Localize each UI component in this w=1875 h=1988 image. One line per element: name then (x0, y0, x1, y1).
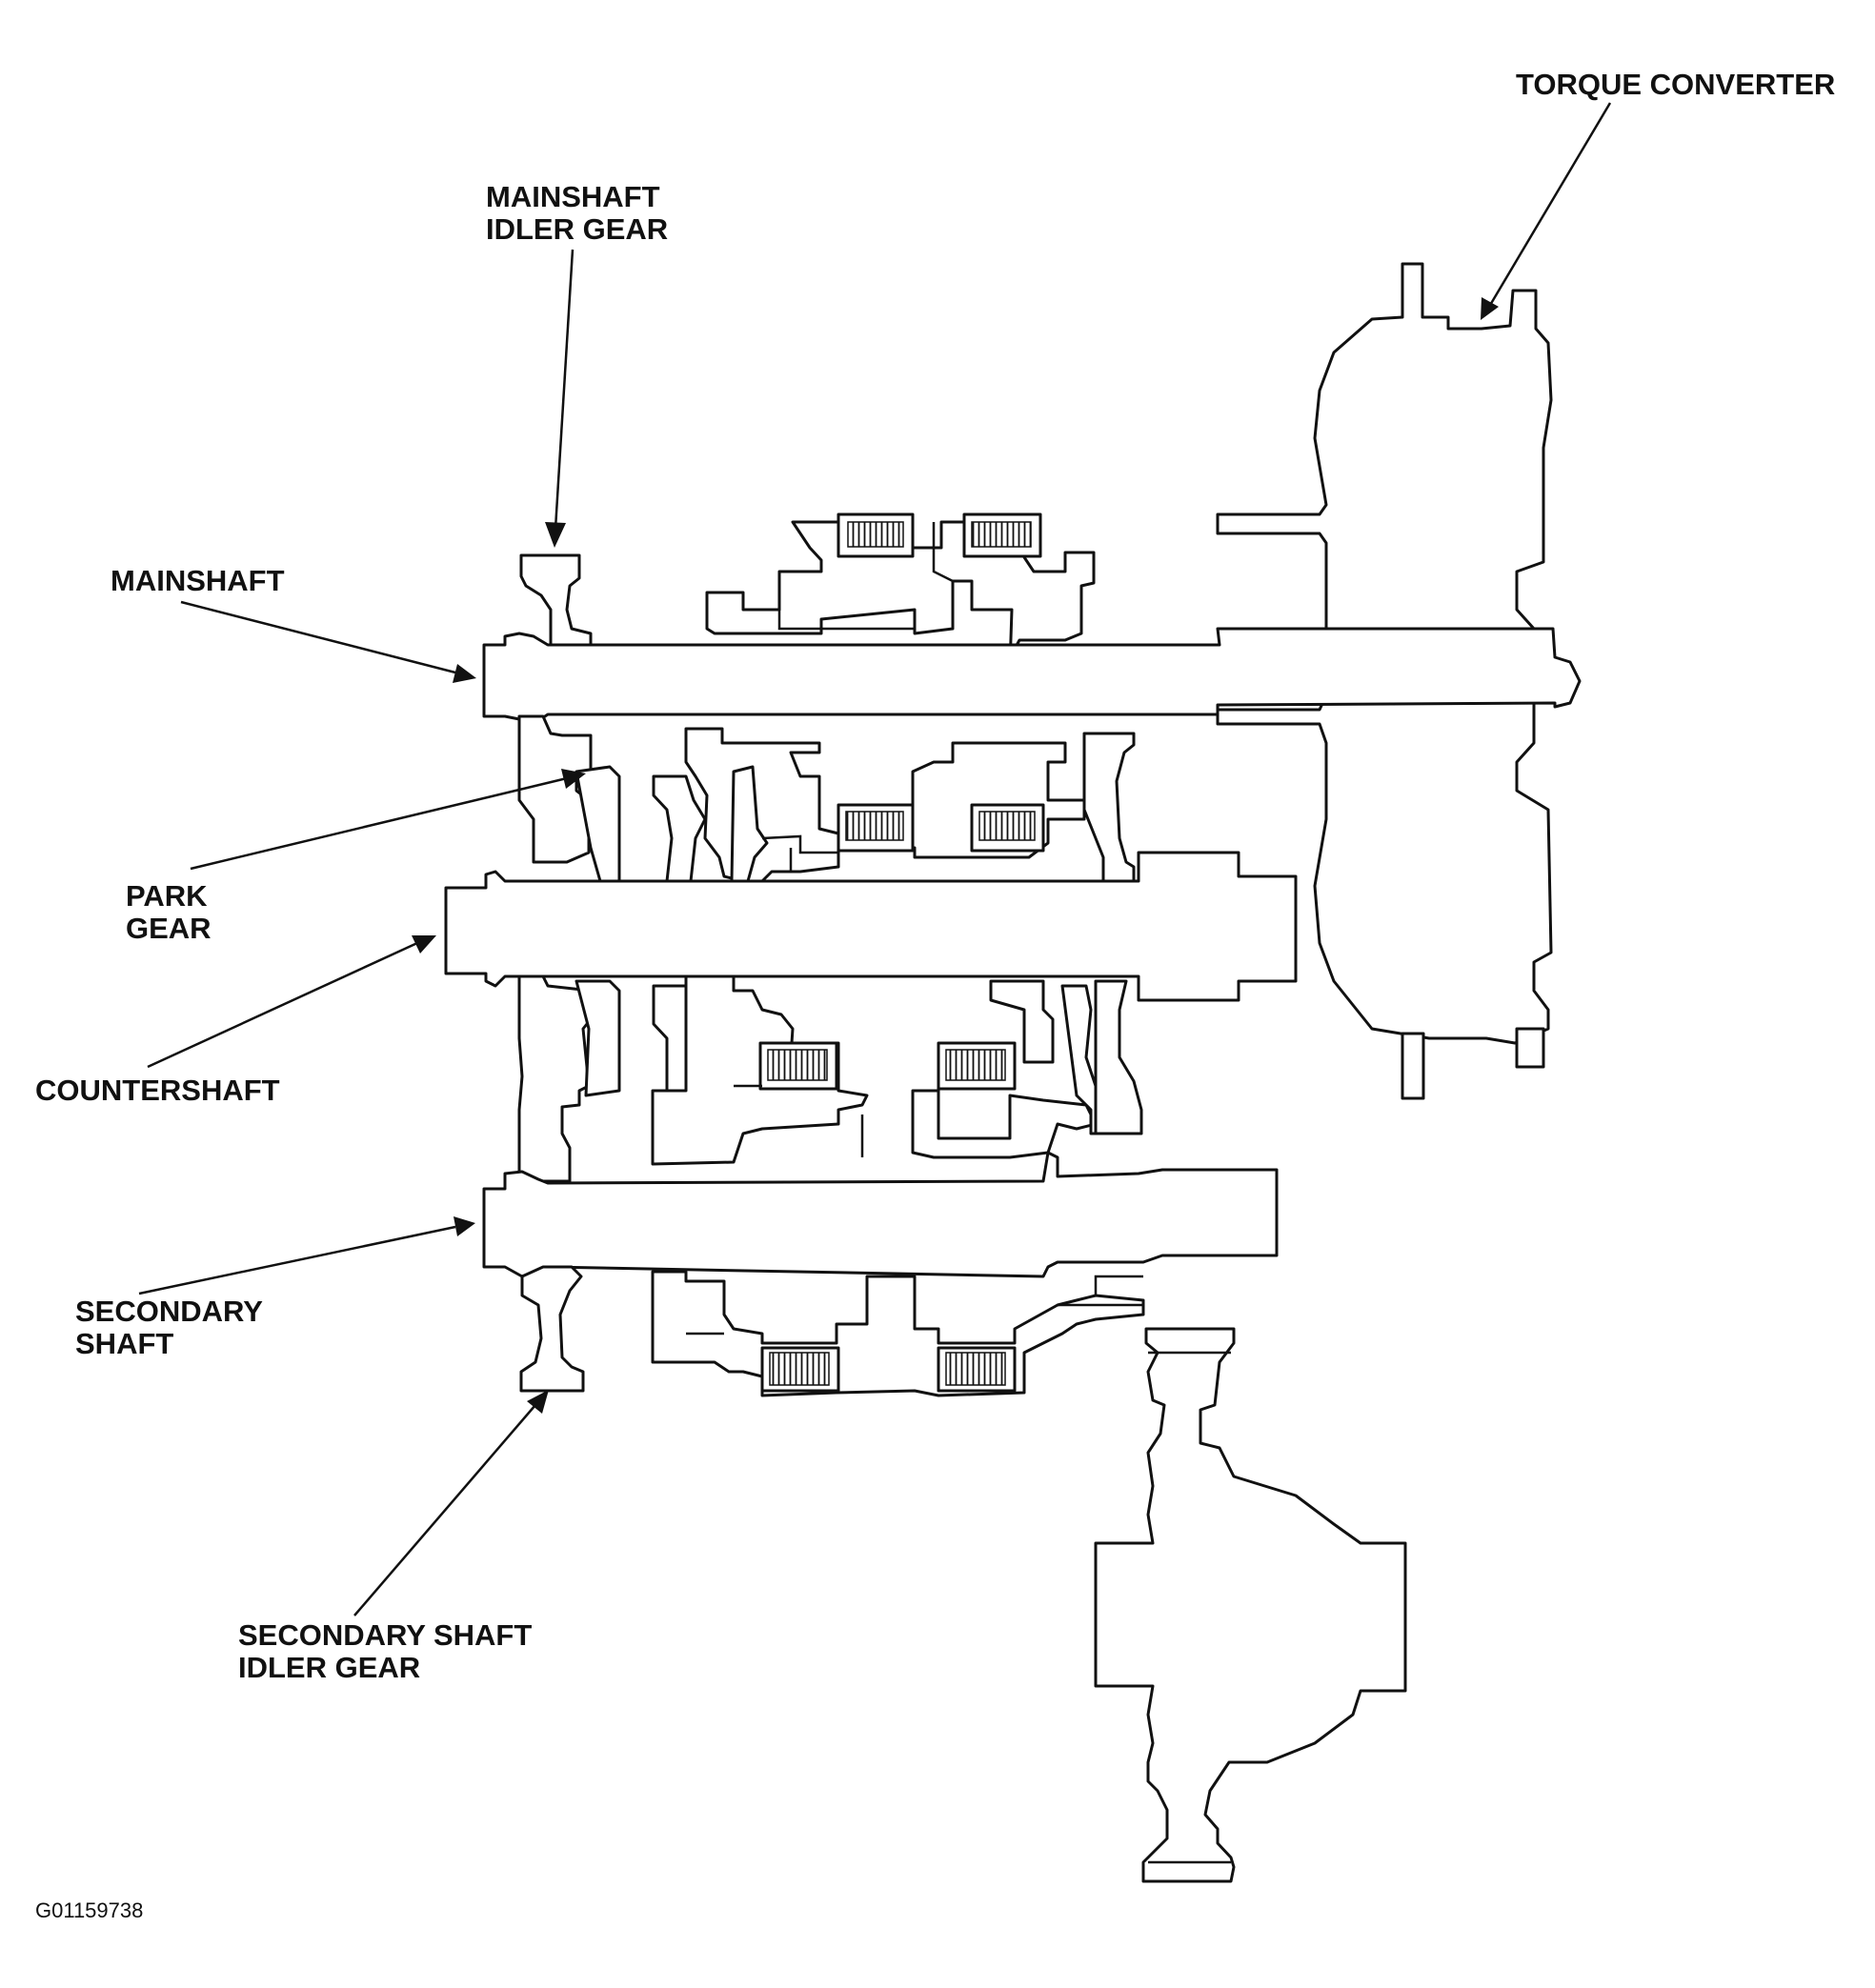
countershaft-lower-gears (517, 974, 1143, 1183)
label-secondary-shaft: SECONDARY SHAFT (75, 1295, 263, 1360)
secondary-shaft-idler-gear (519, 1265, 585, 1393)
secondary-shaft-clutch-assembly (651, 1270, 1145, 1397)
figure-id: G01159738 (35, 1898, 144, 1922)
label-torque-converter: TORQUE CONVERTER (1516, 68, 1836, 101)
label-secondary-shaft-idler-gear: SECONDARY SHAFT IDLER GEAR (238, 1619, 532, 1684)
mainshaft-clutch-assembly (705, 512, 1096, 669)
label-mainshaft-idler-gear-line2: IDLER GEAR (486, 212, 669, 246)
mainshaft-idler-gear (519, 553, 593, 647)
label-secondary-shaft-idler-gear-line1: SECONDARY SHAFT (238, 1618, 533, 1652)
mainshaft-lower-gears (517, 714, 1136, 883)
label-mainshaft-idler-gear-line1: MAINSHAFT (486, 180, 660, 213)
label-park-gear-line1: PARK (126, 879, 208, 913)
countershaft (444, 851, 1298, 1002)
label-park-gear-line2: GEAR (126, 912, 212, 945)
label-mainshaft-idler-gear: MAINSHAFT IDLER GEAR (486, 181, 668, 246)
label-countershaft: COUNTERSHAFT (35, 1074, 280, 1107)
differential (1094, 1327, 1407, 1883)
label-secondary-shaft-line2: SHAFT (75, 1327, 174, 1360)
label-secondary-shaft-line1: SECONDARY (75, 1295, 263, 1328)
label-secondary-shaft-idler-gear-line2: IDLER GEAR (238, 1651, 421, 1684)
leader-arrows (138, 102, 1612, 1617)
label-mainshaft: MAINSHAFT (111, 564, 285, 597)
secondary-shaft (482, 1151, 1279, 1278)
label-park-gear: PARK GEAR (126, 880, 212, 945)
